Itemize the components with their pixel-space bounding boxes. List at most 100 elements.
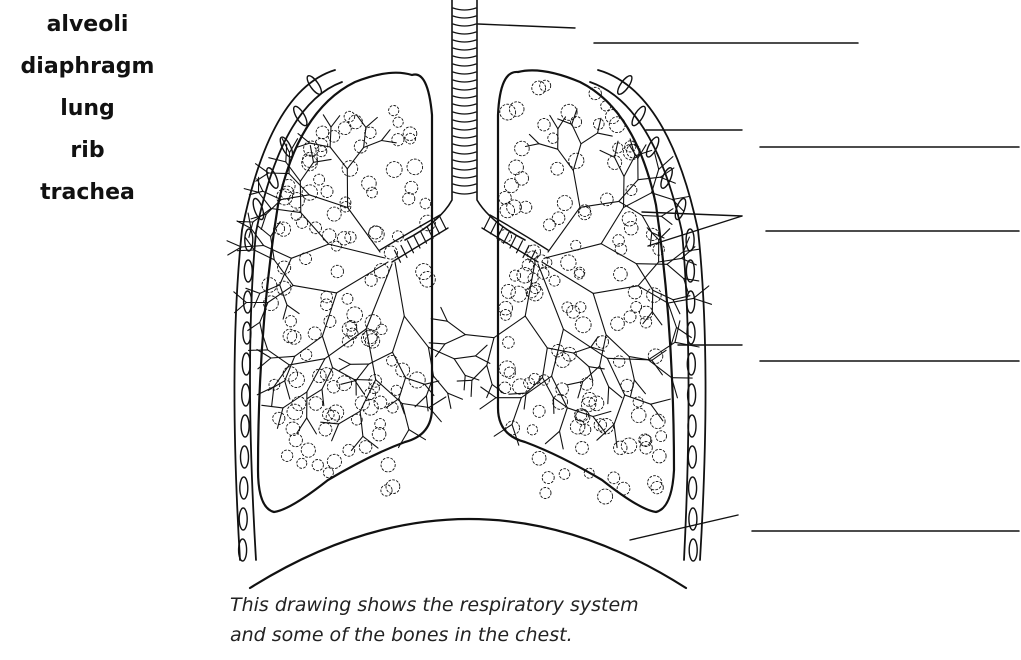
- right-alveoli: [498, 80, 666, 504]
- alveolus: [331, 265, 343, 277]
- bronchiole: [651, 399, 671, 404]
- alveolus: [386, 480, 400, 494]
- alveolus: [321, 186, 333, 198]
- trachea-ring: [453, 40, 476, 42]
- alveolus: [302, 185, 317, 200]
- alveolus: [367, 187, 378, 198]
- bronchiole: [563, 329, 607, 358]
- bronchiole: [386, 399, 399, 408]
- bronchiole: [249, 350, 268, 351]
- alveolus: [608, 472, 620, 484]
- trachea-rings: [395, 8, 536, 262]
- left-rib-cage: [234, 70, 342, 561]
- bronchiole: [382, 141, 397, 143]
- alveolus: [530, 283, 541, 294]
- alveolus: [344, 111, 355, 122]
- trachea-ring: [453, 80, 476, 82]
- left-lung: [227, 73, 490, 512]
- alveolus: [347, 328, 358, 339]
- alveolus: [297, 217, 308, 228]
- alveolus: [515, 141, 530, 156]
- alveolus: [316, 126, 329, 139]
- alveolus: [532, 81, 546, 95]
- rib-bone: [239, 508, 247, 530]
- bronchiole: [567, 408, 593, 417]
- alveolus: [540, 488, 551, 499]
- bronchiole: [465, 335, 494, 338]
- alveolus: [292, 397, 306, 411]
- bronchiole: [601, 208, 623, 244]
- bronchiole: [369, 352, 393, 364]
- bronchiole: [445, 335, 465, 344]
- bronchiole: [382, 130, 391, 141]
- bronchiole: [624, 177, 625, 208]
- alveolus: [513, 379, 528, 394]
- bronchiole: [539, 144, 558, 150]
- alveolus: [381, 458, 395, 472]
- pointer-diaphragm: [630, 515, 738, 540]
- alveolus: [365, 274, 377, 286]
- alveolus: [621, 379, 633, 391]
- alveolus: [509, 160, 524, 175]
- trachea-ring: [453, 32, 476, 34]
- alveolus: [552, 212, 565, 225]
- alveolus: [387, 355, 398, 366]
- alveolus: [339, 122, 352, 135]
- bronchiole: [402, 404, 409, 430]
- bronchiole: [693, 298, 711, 304]
- bronchiole: [323, 115, 331, 127]
- alveolus: [499, 382, 511, 394]
- bronchiole: [545, 244, 601, 258]
- alveolus: [499, 192, 512, 205]
- bronchiole: [283, 392, 307, 408]
- caption-line-2: and some of the bones in the chest.: [230, 620, 790, 650]
- rib-bone: [240, 477, 248, 499]
- alveolus: [365, 127, 376, 138]
- rib-bone: [688, 446, 696, 468]
- rib-bone: [673, 197, 688, 220]
- alveolus: [262, 278, 277, 293]
- caption-line-1: This drawing shows the respiratory syste…: [230, 590, 790, 620]
- bronchiole: [415, 396, 426, 407]
- alveolus: [389, 106, 399, 116]
- rib-bone: [689, 477, 697, 499]
- left-bronchi: [227, 115, 490, 451]
- trachea-ring: [453, 104, 476, 106]
- alveolus: [515, 172, 529, 186]
- bronchiole: [558, 149, 574, 170]
- alveolus: [640, 306, 653, 319]
- bronchiole: [609, 387, 622, 398]
- alveolus: [624, 221, 638, 235]
- bronchiole: [339, 364, 350, 370]
- alveolus: [323, 409, 335, 421]
- bronchiole: [601, 244, 636, 264]
- alveolus: [504, 179, 518, 193]
- alveolus: [405, 181, 418, 194]
- alveolus: [289, 434, 302, 447]
- trachea-ring: [453, 96, 476, 98]
- alveolus: [575, 317, 591, 333]
- alveolus: [510, 270, 521, 281]
- bronchiole: [573, 353, 589, 367]
- bronchiole: [608, 387, 609, 404]
- bronchiole: [341, 381, 356, 385]
- alveolus: [392, 134, 404, 146]
- trachea-ring: [453, 136, 476, 138]
- alveolus: [615, 243, 627, 255]
- bronchiole: [457, 380, 472, 381]
- alveolus: [320, 368, 333, 381]
- bronchiole: [487, 384, 492, 397]
- trachea-ring: [453, 64, 476, 66]
- bronchiole: [636, 264, 667, 265]
- alveolus: [374, 396, 387, 409]
- bronchiole: [560, 408, 568, 432]
- bronchiole: [441, 307, 448, 321]
- bronchiole: [480, 398, 496, 409]
- alveolus: [349, 115, 363, 129]
- alveolus: [393, 117, 403, 127]
- alveolus: [407, 159, 423, 175]
- bronchiole: [553, 398, 554, 414]
- alveolus: [359, 441, 372, 454]
- bronchiole: [593, 411, 611, 416]
- trachea-ring: [453, 168, 476, 170]
